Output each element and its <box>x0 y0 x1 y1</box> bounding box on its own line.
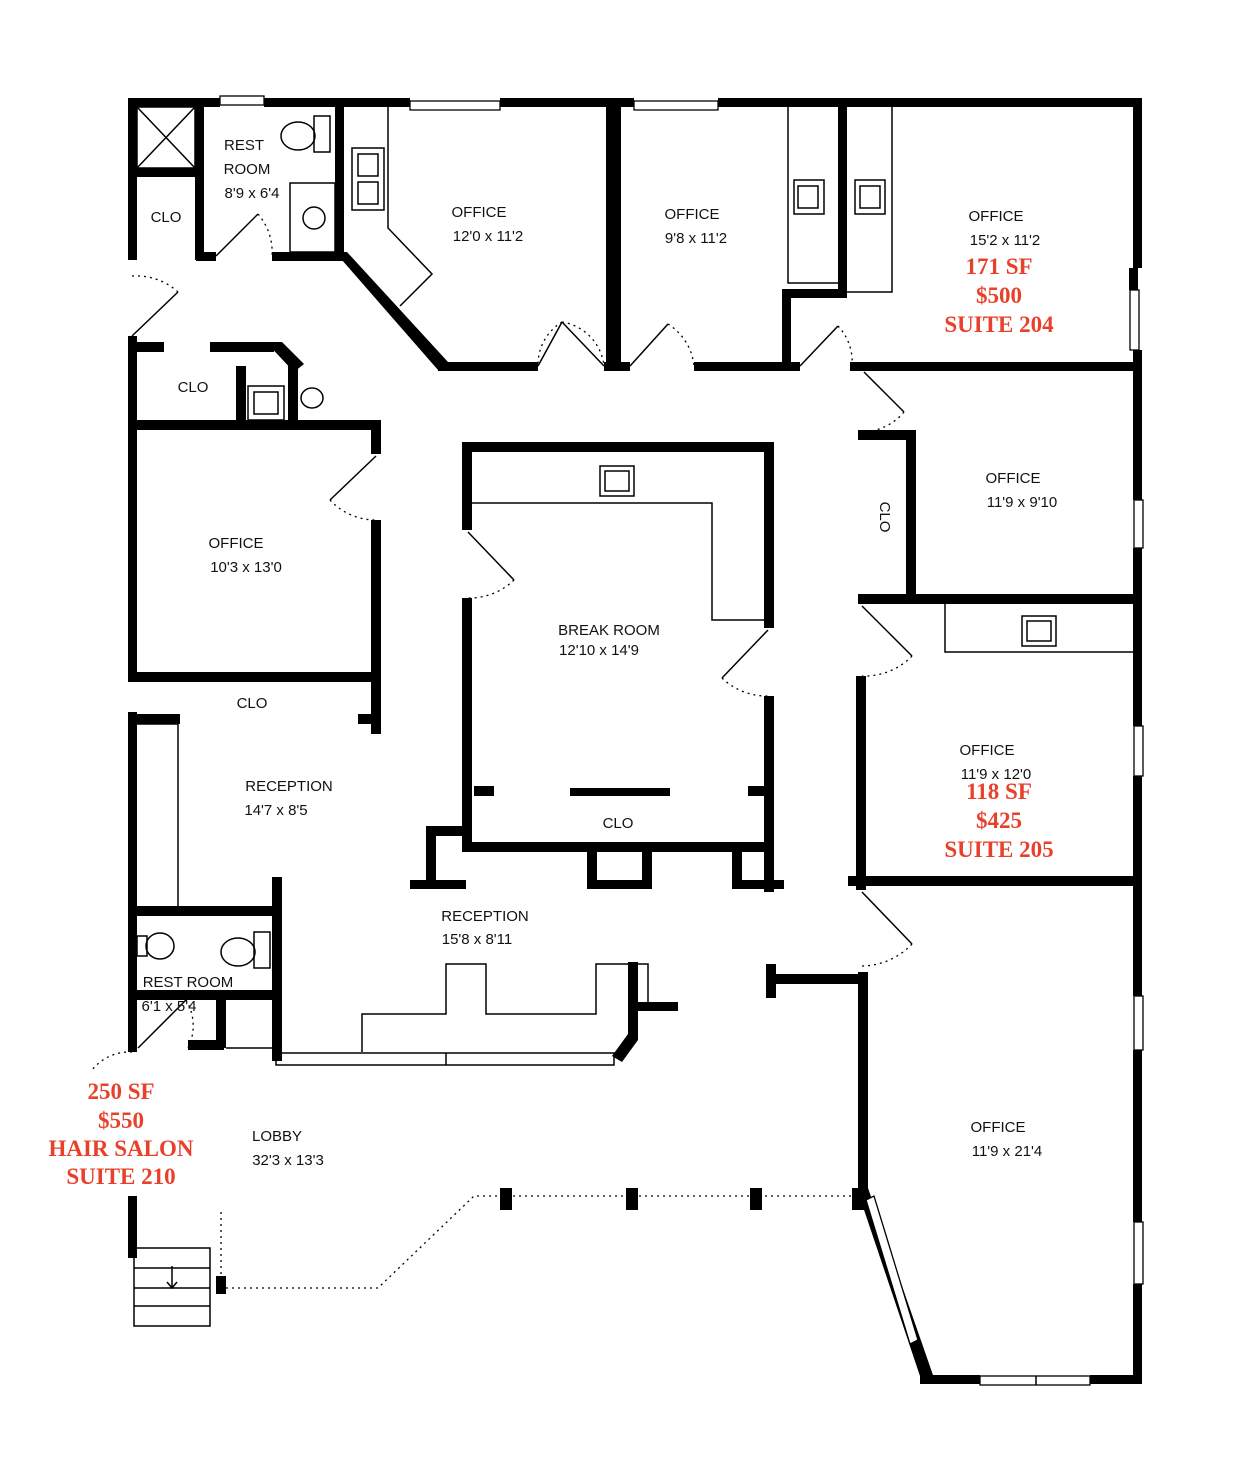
room-labels: REST ROOM 8'9 x 6'4 OFFICE 12'0 x 11'2 O… <box>142 137 1058 1169</box>
suite-area: 118 SF <box>966 779 1032 804</box>
room-office-5: OFFICE 10'3 x 13'0 <box>209 535 282 576</box>
room-name: OFFICE <box>969 208 1024 225</box>
sink-icon <box>854 179 886 215</box>
room-restroom-bottom: REST ROOM 6'1 x 5'4 <box>142 974 234 1015</box>
sink-icon <box>302 206 326 230</box>
room-dimensions: 10'3 x 13'0 <box>210 559 282 576</box>
sink-icon <box>247 385 285 421</box>
room-name: LOBBY <box>252 1128 302 1145</box>
room-name: OFFICE <box>665 206 720 223</box>
room-name: OFFICE <box>960 742 1015 759</box>
room-office-4: OFFICE 11'9 x 9'10 <box>986 470 1058 511</box>
room-dimensions: 11'9 x 9'10 <box>987 494 1058 511</box>
sink-icon <box>793 179 825 215</box>
suite-204-label: 171 SF $500 SUITE 204 <box>944 254 1054 337</box>
suite-number: SUITE 210 <box>66 1164 175 1189</box>
room-dimensions: 8'9 x 6'4 <box>225 185 280 202</box>
suite-number: SUITE 205 <box>944 837 1053 862</box>
stairs-icon <box>133 1247 211 1327</box>
room-dimensions: 15'8 x 8'11 <box>442 931 513 948</box>
suite-area: 171 SF <box>965 254 1032 279</box>
room-dimensions: 11'9 x 21'4 <box>972 1143 1043 1160</box>
room-name: ROOM <box>224 161 271 178</box>
room-office-1: OFFICE 12'0 x 11'2 <box>452 204 524 245</box>
sink-icon <box>351 147 385 211</box>
room-lobby: LOBBY 32'3 x 13'3 <box>252 1128 324 1169</box>
suite-area: 250 SF <box>87 1079 154 1104</box>
doors <box>91 213 913 1289</box>
toilet-icon <box>280 115 331 153</box>
thin-lines <box>136 106 1133 1066</box>
room-office-7: OFFICE 11'9 x 21'4 <box>971 1119 1043 1160</box>
suite-price: $550 <box>98 1108 144 1133</box>
windows <box>219 95 1144 1386</box>
room-restroom-top: REST ROOM 8'9 x 6'4 <box>224 137 280 202</box>
closet-label: CLO <box>151 209 182 226</box>
room-name: OFFICE <box>971 1119 1026 1136</box>
closet-label: CLO <box>603 815 634 832</box>
room-dimensions: 32'3 x 13'3 <box>252 1152 324 1169</box>
closet-label: CLO <box>876 502 893 533</box>
suite-210-label: 250 SF $550 HAIR SALON SUITE 210 <box>48 1079 193 1189</box>
room-name: RECEPTION <box>441 908 529 925</box>
suite-price: $500 <box>976 283 1022 308</box>
room-dimensions: 12'10 x 14'9 <box>559 642 639 659</box>
room-dimensions: 11'9 x 12'0 <box>961 766 1032 783</box>
room-name: REST ROOM <box>143 974 234 991</box>
room-dimensions: 6'1 x 5'4 <box>142 998 197 1015</box>
toilet-icon <box>220 931 271 969</box>
room-dimensions: 15'2 x 11'2 <box>970 232 1041 249</box>
toilet-icon <box>136 932 175 960</box>
room-name: REST <box>224 137 264 154</box>
room-office-3: OFFICE 15'2 x 11'2 <box>969 208 1041 249</box>
room-name: BREAK ROOM <box>558 622 660 639</box>
suite-number: SUITE 204 <box>944 312 1054 337</box>
room-reception-2: RECEPTION 15'8 x 8'11 <box>441 908 529 948</box>
room-name: OFFICE <box>986 470 1041 487</box>
suite-205-label: 118 SF $425 SUITE 205 <box>944 779 1053 862</box>
room-reception-1: RECEPTION 14'7 x 8'5 <box>244 778 332 819</box>
room-office-2: OFFICE 9'8 x 11'2 <box>665 206 728 247</box>
room-break-room: BREAK ROOM 12'10 x 14'9 <box>558 622 660 659</box>
room-dimensions: 9'8 x 11'2 <box>665 230 727 247</box>
sink-icon <box>599 465 635 497</box>
suite-use: HAIR SALON <box>48 1136 193 1161</box>
room-dimensions: 14'7 x 8'5 <box>244 802 307 819</box>
suite-price: $425 <box>976 808 1022 833</box>
room-dimensions: 12'0 x 11'2 <box>453 228 524 245</box>
closet-label: CLO <box>237 695 268 712</box>
room-office-6: OFFICE 11'9 x 12'0 <box>960 742 1032 783</box>
sink-icon <box>1021 615 1057 647</box>
toilet-icon <box>300 387 324 409</box>
room-name: OFFICE <box>209 535 264 552</box>
room-name: RECEPTION <box>245 778 333 795</box>
room-name: OFFICE <box>452 204 507 221</box>
closet-label: CLO <box>178 379 209 396</box>
